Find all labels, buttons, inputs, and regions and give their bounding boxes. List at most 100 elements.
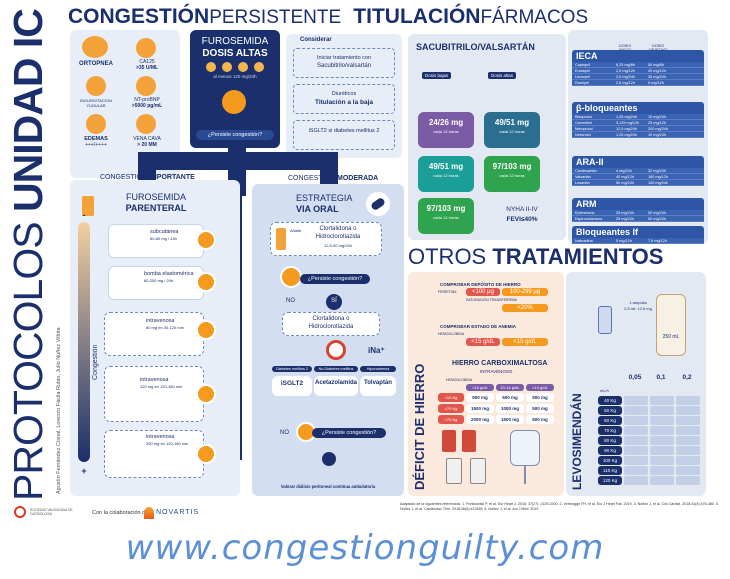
ntprobnp-icon xyxy=(136,76,156,96)
heading-persistente: PERSISTENTE xyxy=(209,7,342,28)
drug-name: Metoprolol xyxy=(575,127,593,131)
congestion-scale xyxy=(78,222,90,462)
drug-name: Eplerenona xyxy=(575,211,595,215)
jugular-label: INGURGITACION YUGULAR xyxy=(80,98,112,108)
parenteral-title2: PARENTERAL xyxy=(125,203,187,213)
drug-dose-inicio: 1,25 mg/24h xyxy=(616,115,638,119)
ca125-label: CA125 xyxy=(139,59,155,65)
step-name: intravenosa xyxy=(146,318,175,324)
no-label: NO xyxy=(286,298,295,304)
hierro-row-label: >70 Kg xyxy=(438,415,464,424)
patient-icon xyxy=(322,452,336,466)
hierro-step1: COMPROBAR DEPÓSITO DE HIERRO xyxy=(440,282,521,287)
levo-cell xyxy=(650,426,674,435)
furosemida-title: FUROSEMIDA xyxy=(201,36,269,47)
drug-name: Enalapril xyxy=(575,69,590,73)
vena-cava-icon xyxy=(136,114,156,134)
vena-cava-label: VENA CAVA xyxy=(133,136,161,142)
vial-icon xyxy=(462,430,476,452)
thumb-icon xyxy=(196,384,216,404)
thumb-icon xyxy=(196,230,216,250)
hierro-cell: 500 mg xyxy=(526,404,554,413)
considerar-item2b: Titulación a la baja xyxy=(314,99,374,106)
sac-dose-sub: cada 12 horas xyxy=(433,129,459,134)
hierro-step2: COMPROBAR ESTADO DE ANEMIA xyxy=(440,324,517,329)
step-name: intravenosa xyxy=(146,434,175,440)
sacubitrilo-title: SACUBITRILO/VALSARTÁN xyxy=(416,42,535,52)
levo-cell xyxy=(624,406,648,415)
thumb-icon xyxy=(196,444,216,464)
drug2-a: Clortalidona o xyxy=(312,316,350,322)
drug-dose-inicio: 6,25 mg/8h xyxy=(616,63,635,67)
title-part2: UNIDAD IC xyxy=(5,9,51,212)
step-name: intravenosa xyxy=(140,377,169,383)
moderada-label-a: CONGESTIÓN xyxy=(288,175,336,182)
levo-weight: 60 Kg xyxy=(598,416,622,425)
website-url[interactable]: www.congestionguilty.com xyxy=(125,528,605,568)
drug-dose-objetivo: 20 mg/12h xyxy=(648,69,666,73)
hierro-row-label: <70 Kg xyxy=(438,404,464,413)
parenteral-title1: FUROSEMIDA xyxy=(125,192,186,202)
hierro-cell: 500 mg xyxy=(526,393,554,402)
si-badge xyxy=(326,294,342,310)
drug-dose-inicio: 5 mg/12h xyxy=(616,239,632,243)
drug-dose-objetivo: 25 mg/12h xyxy=(648,121,666,125)
sac-col1: Dosis bajas xyxy=(422,72,452,79)
drug-dose-inicio: 12,5 mg/24h xyxy=(616,127,638,131)
vial-label: 1 ampolla xyxy=(629,300,647,305)
ferritina-mid: 100-299 µg xyxy=(502,288,548,296)
heading-titulacion: TITULACIÓN xyxy=(353,5,481,28)
drug-dose-objetivo: 7,5 mg/12h xyxy=(648,239,667,243)
hierro-col-head: <10 g/dL xyxy=(466,384,494,391)
step-dose: 80 mg en 30-120 min xyxy=(146,325,184,330)
drug-name: Losartán xyxy=(575,181,590,185)
drug-group-title-ieca: IECA xyxy=(572,50,704,62)
drug-name: Candesartán xyxy=(575,169,597,173)
top-heading: CONGESTIÓNPERSISTENTE TITULACIÓNFÁRMACOS xyxy=(68,2,728,30)
moderada-label-b: MODERADA xyxy=(337,175,379,182)
drug-dose-objetivo: 10 mg/24h xyxy=(648,115,666,119)
col2-drug: Acetazolamida xyxy=(314,380,357,386)
drug-dose-inicio: 4 mg/24h xyxy=(616,169,632,173)
drug-dose-inicio: 2,5 mg/12h xyxy=(616,81,635,85)
otros-a: OTROS xyxy=(408,244,487,269)
hierro-row-label: <10 Kg xyxy=(438,393,464,402)
step-dose: 120 mg en 120-180 min xyxy=(140,384,183,389)
levo-cell xyxy=(676,466,700,475)
final-recommendation: Valorar diálisis peritoneal continua amb… xyxy=(280,484,376,489)
furosemida-sub: al menos 120 mg/24h xyxy=(213,74,257,79)
drug-dose-inicio: 25 mg/24h xyxy=(616,217,634,221)
levo-weight: 40 Kg xyxy=(598,396,622,405)
levo-cell xyxy=(676,456,700,465)
hierro-vertical: DÉFICIT DE HIERRO xyxy=(412,363,427,490)
hierro-cell: 1000 mg xyxy=(496,404,524,413)
levo-weight: 110 Kg xyxy=(598,466,622,475)
drug-name: Ramipril xyxy=(575,81,589,85)
considerar-box xyxy=(286,34,402,158)
otros-b: TRATAMIENTOS xyxy=(492,244,664,269)
considerar-item3: iSGLT2 si diabetes mellitus 2 xyxy=(308,128,380,134)
step-card xyxy=(108,224,204,258)
considerar-item1b: Sacubitrilo/valsartán xyxy=(316,63,372,69)
levo-cell xyxy=(650,466,674,475)
drug-dose-inicio: 2,5 mg/24h xyxy=(616,75,635,79)
step-dose: 80-250 mg / 24h xyxy=(144,278,174,283)
hierro-cell: 1500 mg xyxy=(466,404,494,413)
flow-band xyxy=(320,152,338,188)
levo-cell xyxy=(650,416,674,425)
importante-label-b: IMPORTANTE xyxy=(149,174,195,181)
estrategia-title1: ESTRATEGIA xyxy=(296,193,353,203)
infusion-bag-icon xyxy=(656,294,686,356)
sac-dose-label: 24/26 mg xyxy=(428,118,464,127)
drug-name: Espironolactona xyxy=(575,217,603,221)
step-card xyxy=(104,430,204,478)
step-dose: 250 mg en 120-180 min xyxy=(146,441,189,446)
levo-cell xyxy=(624,466,648,475)
